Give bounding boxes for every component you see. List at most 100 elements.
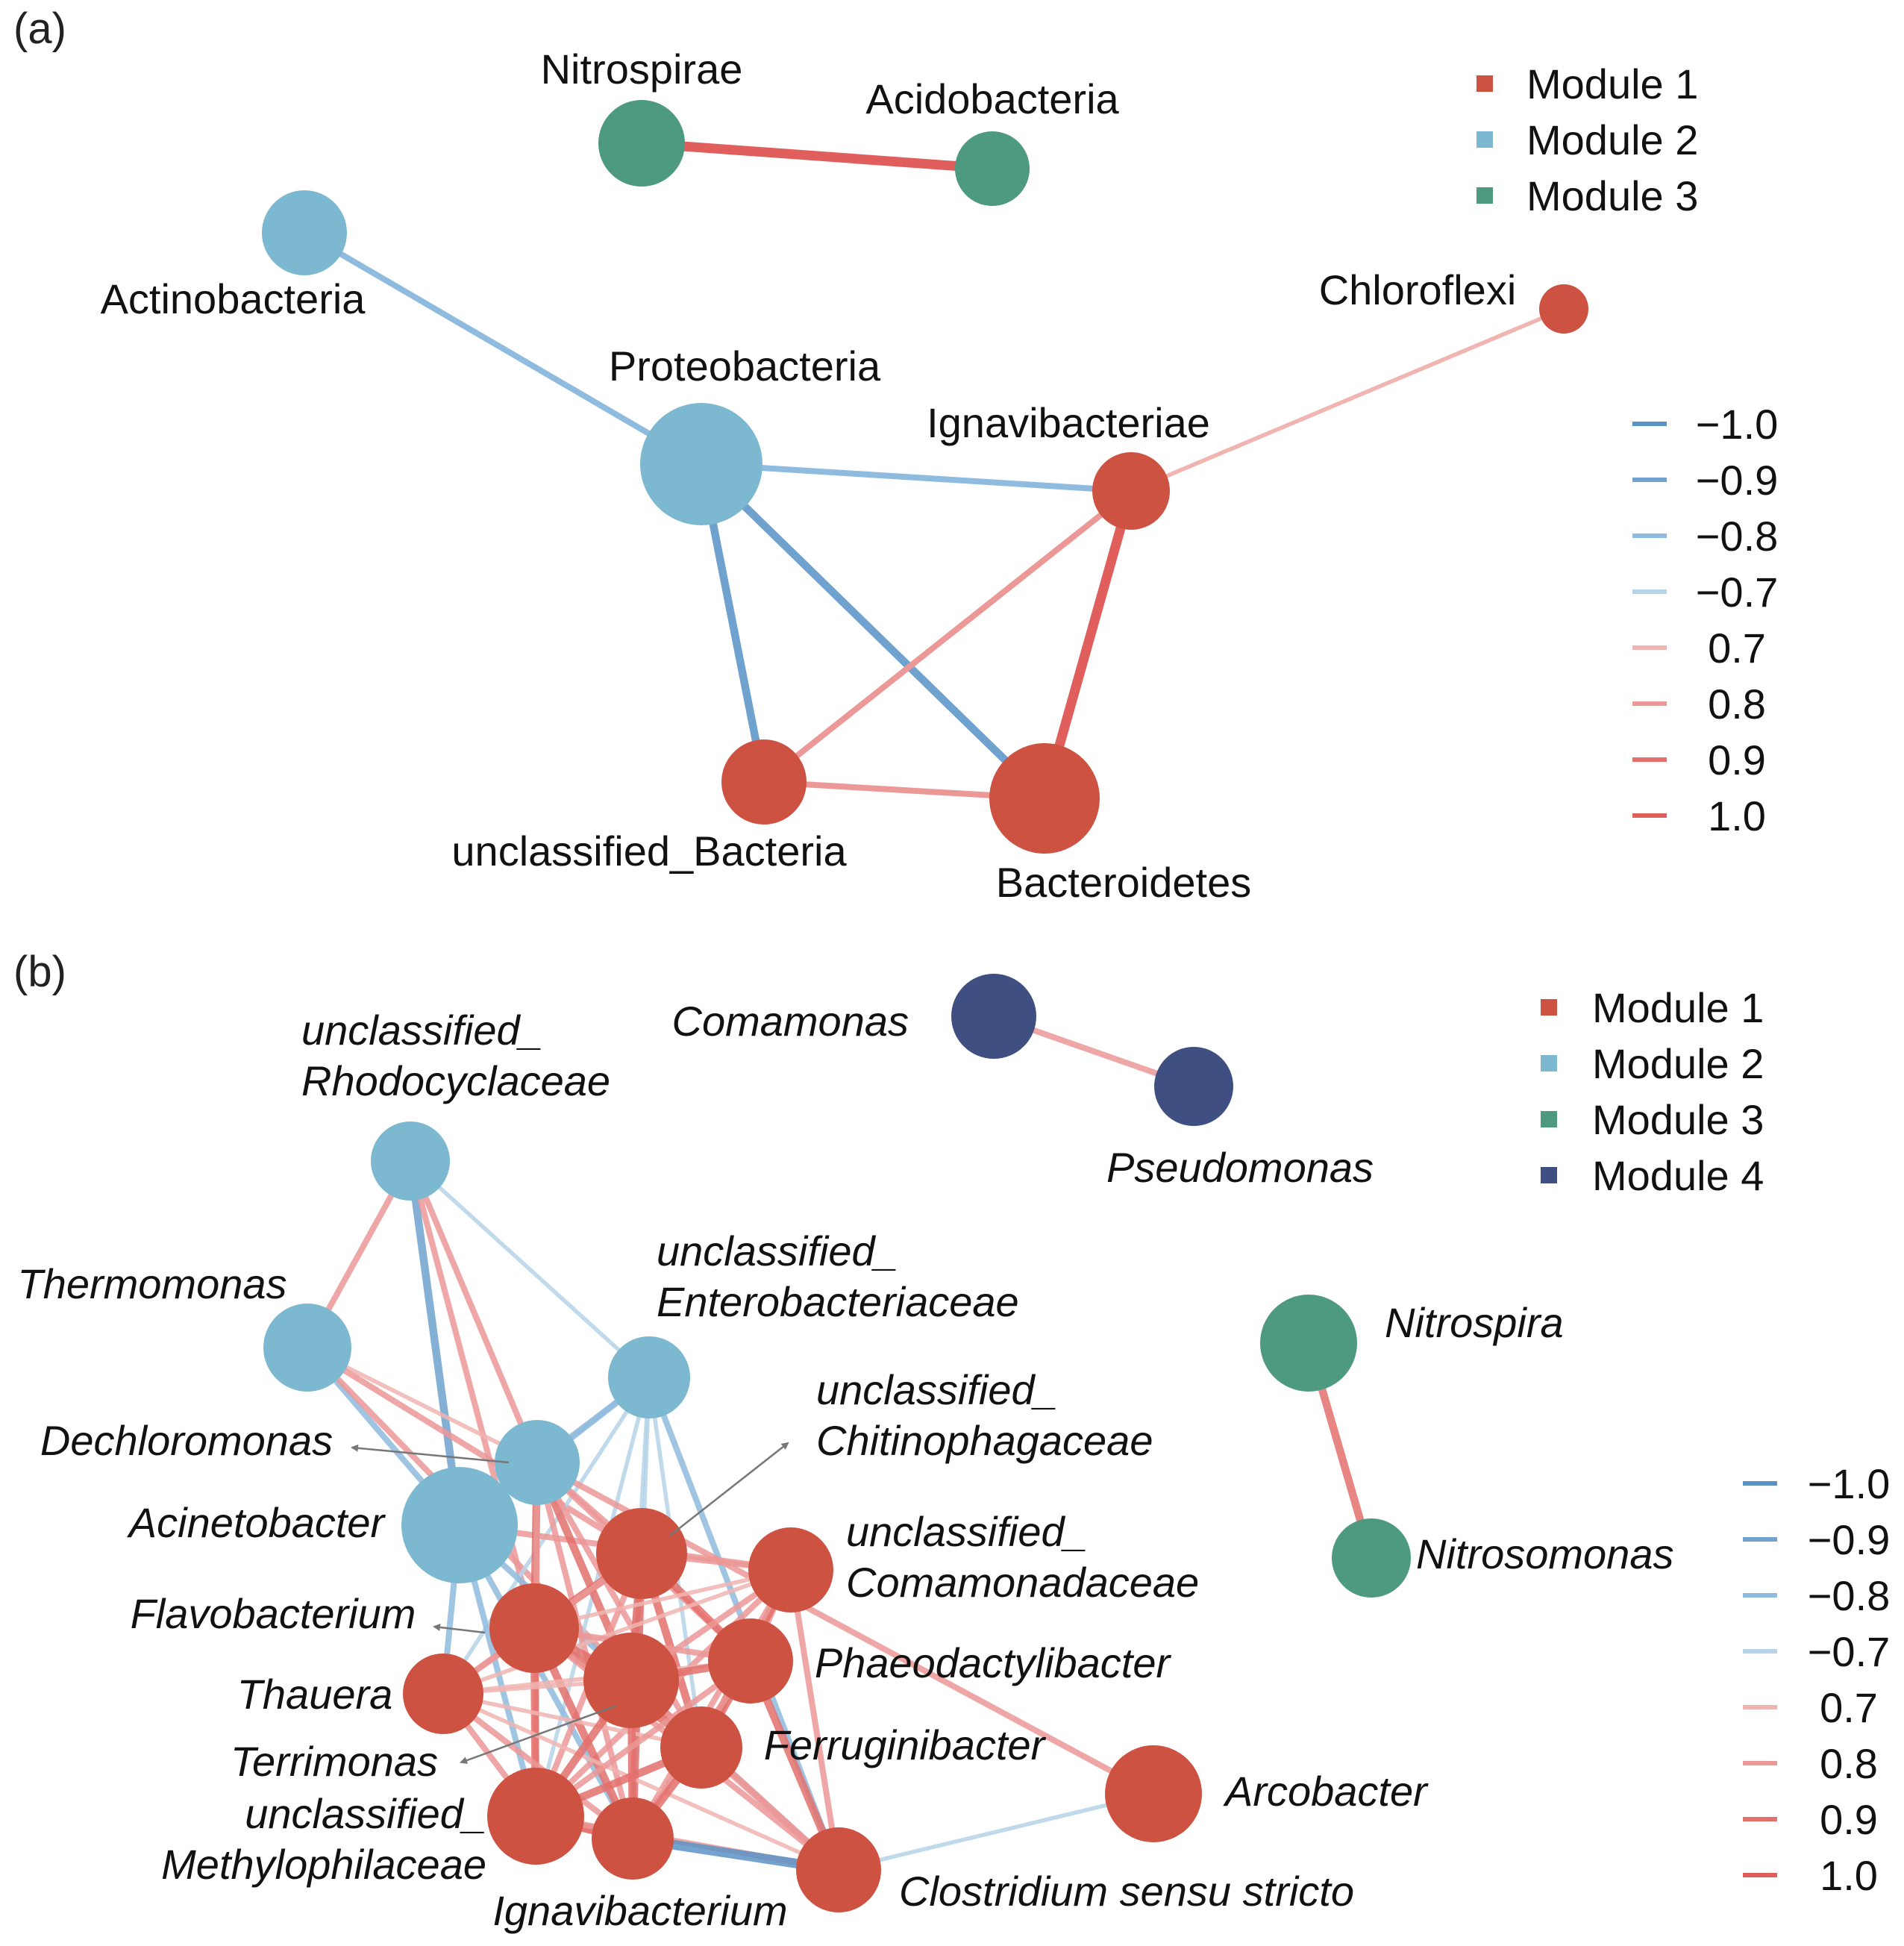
- correlation-legend-value: 0.9: [1820, 1796, 1878, 1843]
- edge-nitrospirae-acidobacteria: [641, 138, 993, 174]
- correlation-legend-value: −0.8: [1696, 513, 1779, 560]
- node-label-proteobacteria: Proteobacteria: [609, 342, 881, 389]
- node-acidobacteria: [955, 131, 1030, 206]
- node-pseudomonas: [1154, 1047, 1233, 1126]
- correlation-legend-value: −0.7: [1696, 569, 1779, 616]
- node-label-uchitinophagaceae: unclassified_Chitinophagaceae: [816, 1366, 1153, 1464]
- node-label-ignavibacterium: Ignavibacterium: [492, 1887, 787, 1934]
- panel-a-module-legend: Module 1 Module 2 Module 3: [1476, 60, 1698, 219]
- node-clostridium: [796, 1827, 881, 1912]
- label-pointer-arrow: [669, 1442, 789, 1536]
- node-label-chloroflexi: Chloroflexi: [1319, 266, 1517, 313]
- node-label-acinetobacter: Acinetobacter: [127, 1499, 386, 1546]
- correlation-legend-value: −0.8: [1808, 1572, 1891, 1619]
- edge-urhodocyclaceae-dechloromonas: [407, 1160, 540, 1464]
- node-label-flavobacterium: Flavobacterium: [131, 1590, 416, 1637]
- node-nitrospira: [1260, 1295, 1357, 1392]
- correlation-legend-value: 1.0: [1820, 1852, 1878, 1899]
- module-legend-swatch: [1541, 1055, 1557, 1071]
- panel-a-edges: [302, 138, 1565, 801]
- panel-a-label: (a): [13, 4, 66, 53]
- node-terrimonas: [583, 1633, 679, 1728]
- node-label-ferruginibacter: Ferruginibacter: [764, 1721, 1047, 1768]
- node-label-comamonas: Comamonas: [672, 998, 909, 1045]
- correlation-legend-value: −1.0: [1808, 1460, 1891, 1507]
- node-comamonas: [951, 974, 1036, 1059]
- module-legend-label: Module 2: [1526, 116, 1698, 163]
- node-actinobacteria: [262, 190, 347, 275]
- correlation-legend-value: 0.9: [1708, 736, 1766, 783]
- correlation-legend-value: 1.0: [1708, 792, 1766, 839]
- edge-ucomamonadaceae-thauera: [442, 1568, 792, 1696]
- node-label-umethylophilaceae: unclassified_Methylophilaceae: [161, 1790, 486, 1888]
- panel-b-node-labels: ComamonasPseudomonasNitrospiraNitrosomon…: [17, 998, 1673, 1934]
- node-ucomamonadaceae: [748, 1527, 833, 1612]
- node-label-unclassified-bacteria: unclassified_Bacteria: [451, 827, 847, 875]
- node-thauera: [403, 1654, 483, 1734]
- node-label-ucomamonadaceae: unclassified_Comamonadaceae: [846, 1508, 1199, 1606]
- module-legend-swatch: [1541, 1167, 1557, 1183]
- panel-a-node-labels: NitrospiraeAcidobacteriaActinobacteriaPr…: [101, 46, 1517, 906]
- module-legend-swatch: [1541, 1111, 1557, 1127]
- node-urhodocyclaceae: [371, 1121, 450, 1201]
- module-legend-swatch: [1476, 75, 1493, 92]
- node-ignavibacterium: [592, 1798, 674, 1880]
- node-label-nitrospirae: Nitrospirae: [541, 46, 743, 93]
- edge-urhodocyclaceae-flavobacterium: [407, 1160, 537, 1630]
- module-legend-swatch: [1476, 131, 1493, 148]
- node-flavobacterium: [489, 1583, 579, 1673]
- edge-ignavibacteriae-chloroflexi: [1130, 307, 1565, 493]
- panel-a-correlation-legend: −1.0−0.9−0.8−0.70.70.80.91.0: [1632, 401, 1778, 839]
- node-chloroflexi: [1539, 284, 1588, 334]
- node-thermomonas: [263, 1304, 351, 1392]
- node-ignavibacteriae: [1092, 452, 1170, 530]
- correlation-legend-value: −0.9: [1696, 457, 1779, 504]
- node-uchitinophagaceae: [596, 1508, 687, 1599]
- label-pointer-arrow: [351, 1444, 510, 1464]
- node-arcobacter: [1105, 1745, 1202, 1842]
- module-legend-label: Module 4: [1592, 1152, 1764, 1199]
- edge-proteobacteria-ignavibacteriae: [701, 461, 1132, 494]
- panel-a: (a) NitrospiraeAcidobacteriaActinobacter…: [13, 4, 1778, 906]
- correlation-legend-value: −1.0: [1696, 401, 1779, 448]
- node-label-thermomonas: Thermomonas: [17, 1260, 286, 1307]
- node-umethylophilaceae: [487, 1768, 584, 1865]
- node-label-urhodocyclaceae: unclassified_Rhodocyclaceae: [301, 1007, 610, 1104]
- node-proteobacteria: [640, 403, 762, 525]
- edge-dechloromonas-ignavibacterium: [534, 1462, 636, 1839]
- node-label-thauera: Thauera: [237, 1671, 393, 1718]
- module-legend-swatch: [1476, 187, 1493, 204]
- node-label-nitrosomonas: Nitrosomonas: [1416, 1530, 1673, 1577]
- module-legend-swatch: [1541, 999, 1557, 1016]
- correlation-legend-value: −0.9: [1808, 1516, 1891, 1563]
- edge-urhodocyclaceae-acinetobacter: [406, 1160, 464, 1526]
- module-legend-label: Module 1: [1592, 984, 1764, 1031]
- panel-b-module-legend: Module 1 Module 2 Module 3 Module 4: [1541, 984, 1764, 1199]
- node-label-pseudomonas: Pseudomonas: [1106, 1144, 1374, 1191]
- node-label-actinobacteria: Actinobacteria: [101, 275, 366, 322]
- node-phaeodactylibacter: [708, 1618, 793, 1703]
- node-dechloromonas: [495, 1420, 580, 1505]
- module-legend-label: Module 3: [1592, 1096, 1764, 1143]
- correlation-legend-value: 0.8: [1820, 1740, 1878, 1787]
- node-label-uenterobacteriaceae: unclassified_Enterobacteriaceae: [657, 1227, 1019, 1325]
- panel-b-label-pointers: [351, 1442, 789, 1764]
- panel-b-correlation-legend: −1.0−0.9−0.8−0.70.70.80.91.0: [1743, 1460, 1890, 1899]
- panel-a-nodes: [262, 100, 1588, 854]
- node-nitrospirae: [598, 100, 685, 187]
- correlation-legend-value: 0.7: [1820, 1684, 1878, 1731]
- node-nitrosomonas: [1332, 1518, 1411, 1598]
- node-acinetobacter: [401, 1467, 518, 1583]
- node-label-clostridium: Clostridium sensu stricto: [899, 1868, 1354, 1915]
- edge-ignavibacteriae-unclassified-bacteria: [762, 488, 1133, 785]
- correlation-legend-value: 0.8: [1708, 681, 1766, 728]
- panel-b-label: (b): [13, 948, 66, 996]
- module-legend-label: Module 1: [1526, 60, 1698, 107]
- module-legend-label: Module 2: [1592, 1040, 1764, 1087]
- module-legend-label: Module 3: [1526, 172, 1698, 219]
- edge-ucomamonadaceae-clostridium: [788, 1569, 842, 1871]
- label-pointer-arrow: [433, 1623, 486, 1634]
- label-pointer-arrow: [460, 1704, 617, 1764]
- node-label-phaeodactylibacter: Phaeodactylibacter: [815, 1639, 1172, 1686]
